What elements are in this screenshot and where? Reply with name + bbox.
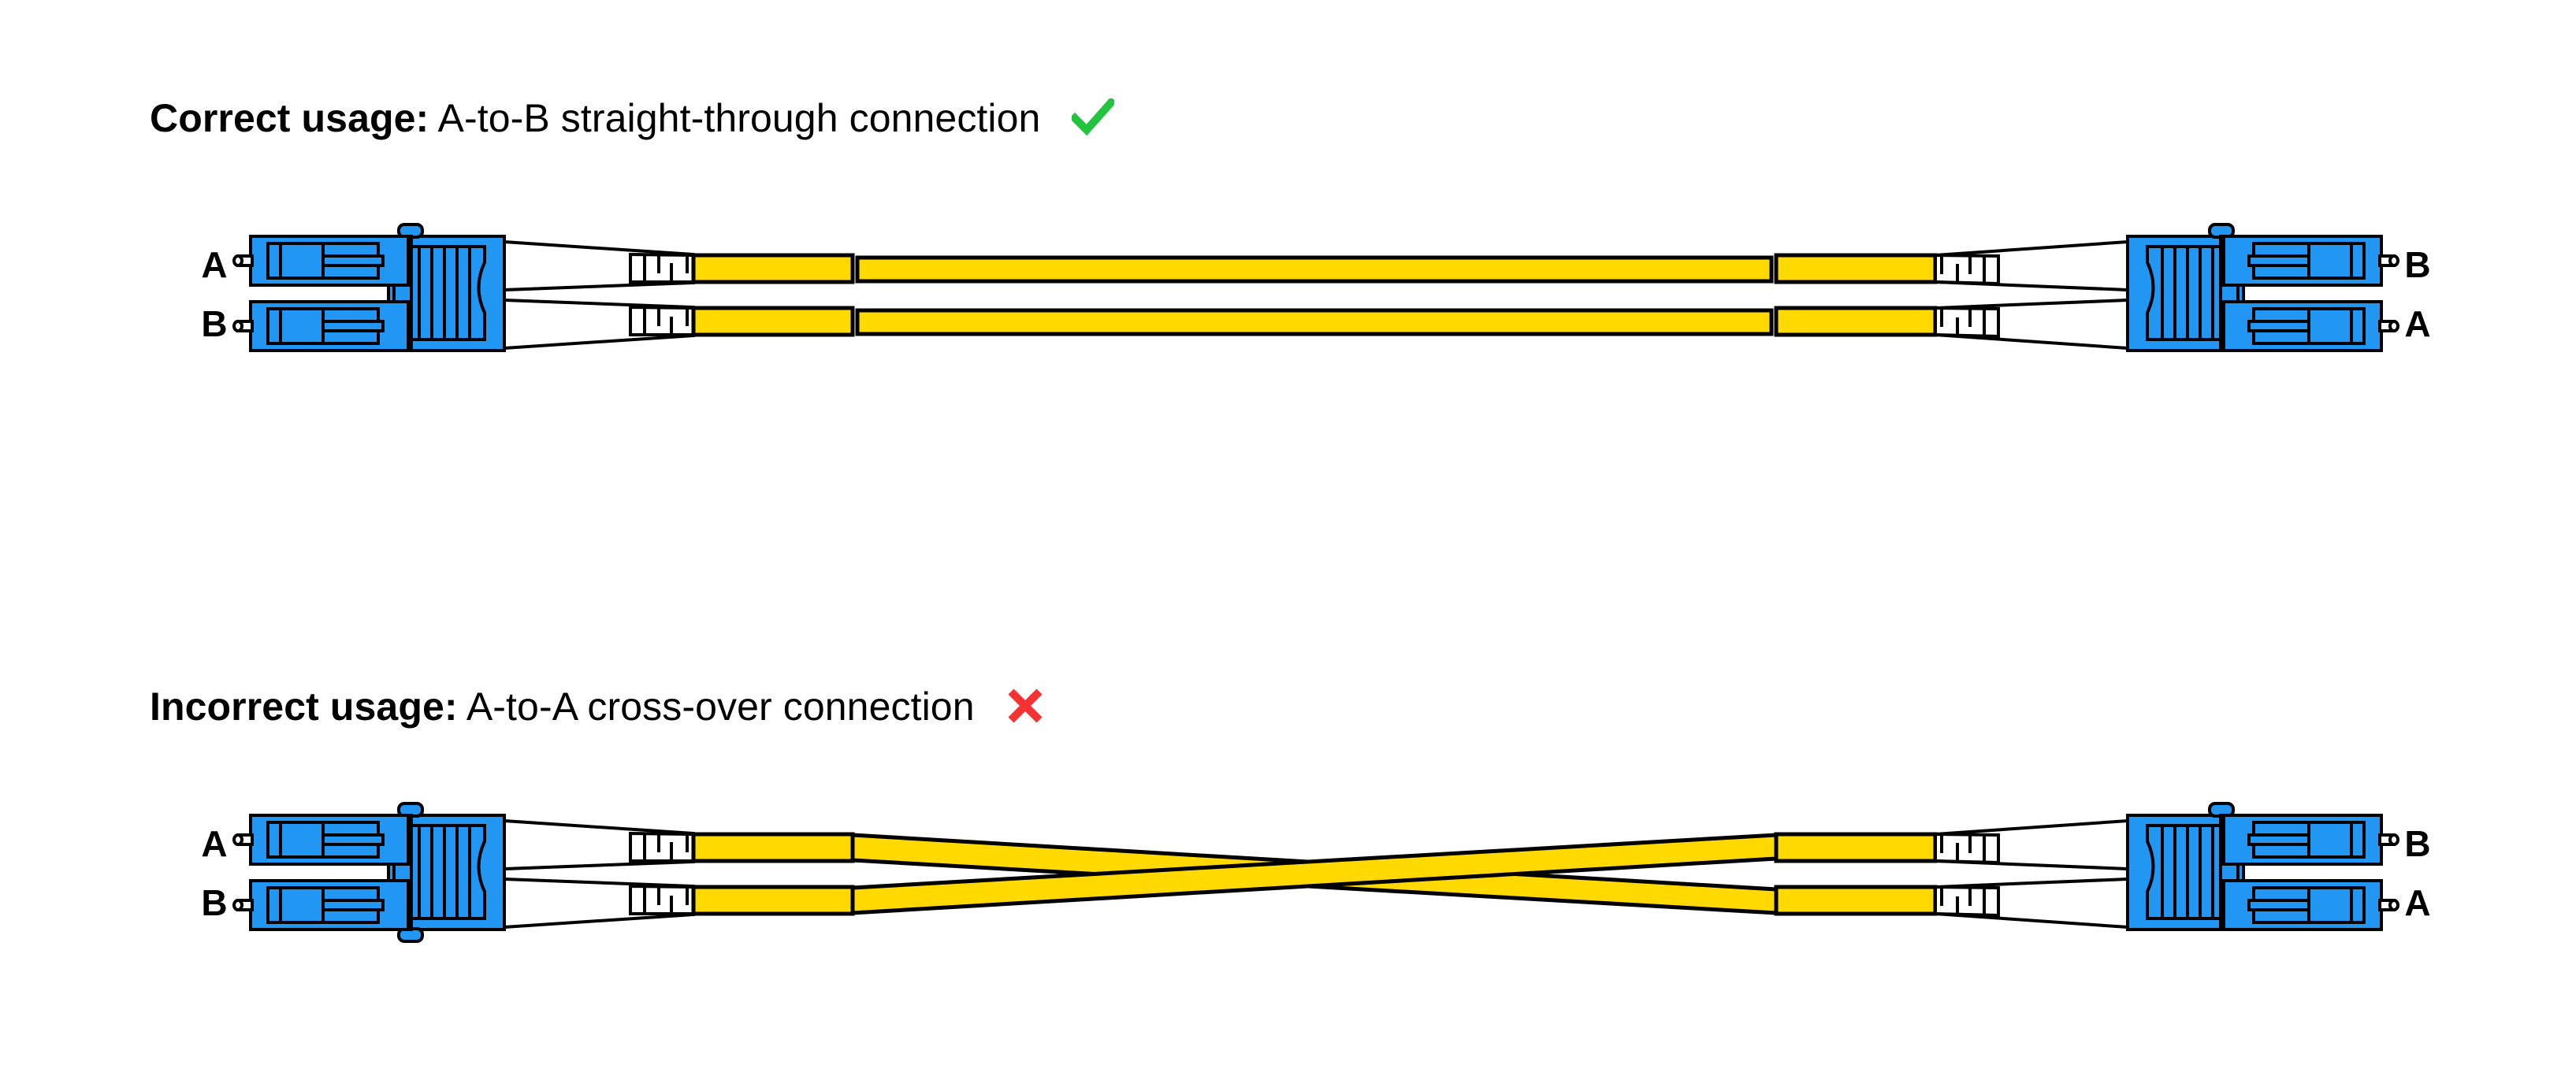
right-connector-top-label-2: B xyxy=(2404,823,2430,864)
left-connector-assembly-2: A B xyxy=(201,802,506,943)
left-connector-top-label: A xyxy=(201,244,227,285)
correct-usage-caption-lead: Correct usage: xyxy=(150,96,429,140)
right-connector-assembly-2: B A xyxy=(2126,802,2431,931)
left-boot-bottom xyxy=(503,298,695,351)
check-icon xyxy=(1072,98,1115,136)
right-connector-bottom-body-2 xyxy=(2222,879,2399,931)
left-boot-top xyxy=(503,239,695,292)
correct-usage-caption: Correct usage: A-to-B straight-through c… xyxy=(150,96,1115,140)
right-connector-assembly: B A xyxy=(2126,223,2431,352)
left-connector-bottom-body-2 xyxy=(232,879,410,931)
left-boot-top-2 xyxy=(503,818,695,871)
right-connector-grip-2 xyxy=(2126,814,2245,931)
incorrect-usage-caption-rest: A-to-A cross-over connection xyxy=(466,685,975,729)
left-connector-assembly: A B xyxy=(201,223,506,352)
incorrect-usage-section: Incorrect usage: A-to-A cross-over conne… xyxy=(0,551,2576,1065)
incorrect-usage-caption-lead: Incorrect usage: xyxy=(150,685,458,729)
left-connector-grip-2 xyxy=(387,814,506,931)
left-connector-top-body-2 xyxy=(232,814,410,866)
right-boot-bottom-2 xyxy=(1934,877,2129,930)
fiber-cable-top xyxy=(691,253,1938,284)
right-connector-top-label: B xyxy=(2404,244,2430,285)
right-boot-top-2 xyxy=(1934,818,2129,871)
incorrect-usage-diagram: A B xyxy=(0,780,2576,953)
fiber-cable-crossing-b xyxy=(691,832,1938,916)
correct-usage-caption-rest: A-to-B straight-through connection xyxy=(437,96,1041,140)
incorrect-usage-caption: Incorrect usage: A-to-A cross-over conne… xyxy=(150,687,1044,726)
fiber-cable-bottom xyxy=(691,306,1938,337)
left-connector-bottom-label: B xyxy=(201,303,227,344)
left-connector-bottom-body xyxy=(232,300,410,352)
left-connector-grip xyxy=(387,235,506,352)
correct-usage-section: Correct usage: A-to-B straight-through c… xyxy=(0,96,2576,374)
right-connector-bottom-label: A xyxy=(2404,303,2430,344)
left-connector-top-label-2: A xyxy=(201,823,227,864)
right-connector-bottom-label-2: A xyxy=(2404,882,2430,923)
right-connector-bottom-body xyxy=(2222,300,2399,352)
right-boot-top xyxy=(1934,239,2129,292)
left-boot-bottom-2 xyxy=(503,877,695,930)
left-connector-top-body xyxy=(232,235,410,287)
correct-usage-diagram: A B xyxy=(0,201,2576,374)
cross-icon xyxy=(1006,687,1044,725)
right-connector-top-body-2 xyxy=(2222,814,2399,866)
left-connector-bottom-label-2: B xyxy=(201,882,227,923)
right-boot-bottom xyxy=(1934,298,2129,351)
right-connector-top-body xyxy=(2222,235,2399,287)
